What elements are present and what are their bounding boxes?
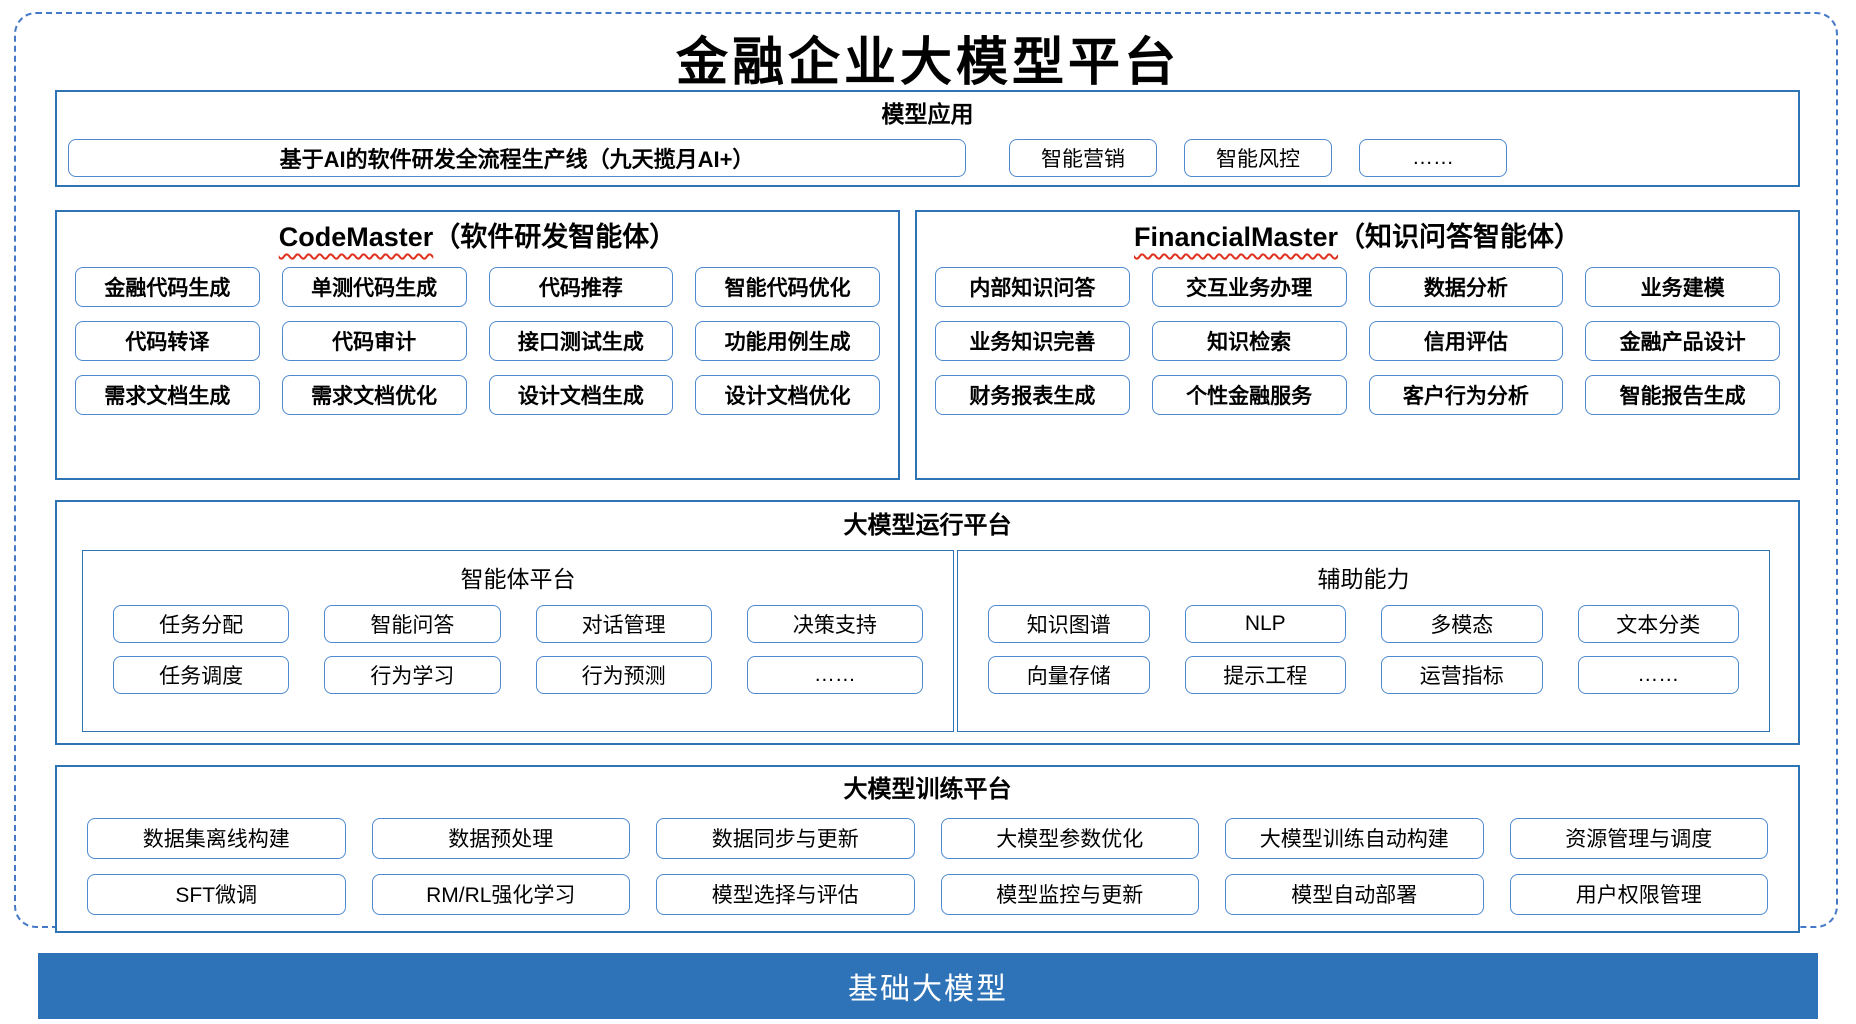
training-chip: SFT微调 (87, 873, 346, 915)
training-chip: 用户权限管理 (1509, 873, 1768, 915)
codemaster-chip: 需求文档生成 (75, 374, 260, 415)
financialmaster-grid: 内部知识问答 交互业务办理 数据分析 业务建模 业务知识完善 知识检索 信用评估… (917, 255, 1798, 415)
financialmaster-header: FinancialMaster（知识问答智能体） (917, 221, 1798, 255)
app-chip: …… (1359, 139, 1507, 177)
financialmaster-chip: 信用评估 (1368, 320, 1564, 361)
financialmaster-chip: 业务知识完善 (935, 320, 1130, 361)
financialmaster-title-en: FinancialMaster (1133, 222, 1339, 252)
aux-capability-chip: NLP (1184, 605, 1346, 643)
financialmaster-panel: FinancialMaster（知识问答智能体） 内部知识问答 交互业务办理 数… (915, 210, 1800, 480)
codemaster-title-zh: （软件研发智能体） (433, 222, 677, 252)
codemaster-header: CodeMaster（软件研发智能体） (57, 221, 898, 255)
codemaster-chip: 智能代码优化 (695, 266, 880, 307)
agent-platform-chip: 对话管理 (535, 605, 712, 643)
aux-capability-chip: 知识图谱 (988, 605, 1150, 643)
training-chip: 数据同步与更新 (656, 817, 915, 859)
aux-capability-chip: …… (1577, 656, 1739, 694)
agent-platform-chip: 行为学习 (324, 656, 501, 694)
agent-platform-chip: 决策支持 (746, 605, 923, 643)
codemaster-grid: 金融代码生成 单测代码生成 代码推荐 智能代码优化 代码转译 代码审计 接口测试… (57, 255, 898, 415)
model-application-header: 模型应用 (881, 101, 974, 127)
agent-platform-header: 智能体平台 (460, 566, 576, 592)
agent-platform-chip: …… (746, 656, 923, 694)
financialmaster-chip: 个性金融服务 (1151, 374, 1347, 415)
agent-platform-chip: 行为预测 (535, 656, 712, 694)
agent-platform-grid: 任务分配 智能问答 对话管理 决策支持 任务调度 行为学习 行为预测 …… (83, 594, 953, 694)
aux-capability-box: 辅助能力 知识图谱 NLP 多模态 文本分类 向量存储 提示工程 运营指标 …… (957, 550, 1770, 732)
codemaster-chip: 需求文档优化 (281, 374, 467, 415)
codemaster-chip: 代码推荐 (488, 266, 674, 307)
financialmaster-chip: 客户行为分析 (1368, 374, 1564, 415)
diagram-title: 金融企业大模型平台 (675, 32, 1180, 93)
runtime-platform-header: 大模型运行平台 (843, 512, 1012, 539)
financialmaster-title-zh: （知识问答智能体） (1338, 222, 1582, 252)
agent-platform-chip: 智能问答 (324, 605, 501, 643)
financialmaster-chip: 交互业务办理 (1151, 266, 1347, 307)
training-chip: 大模型训练自动构建 (1225, 817, 1484, 859)
training-chip: 模型选择与评估 (656, 873, 915, 915)
app-chip: 智能风控 (1184, 139, 1332, 177)
financialmaster-chip: 数据分析 (1368, 266, 1564, 307)
aux-capability-chip: 提示工程 (1184, 656, 1346, 694)
training-chip: 模型监控与更新 (940, 873, 1199, 915)
codemaster-chip: 设计文档优化 (695, 374, 880, 415)
financialmaster-chip: 财务报表生成 (935, 374, 1130, 415)
app-chip: 智能营销 (1009, 139, 1157, 177)
codemaster-chip: 代码审计 (281, 320, 467, 361)
codemaster-chip: 接口测试生成 (488, 320, 674, 361)
aux-capability-chip: 多模态 (1381, 605, 1543, 643)
financialmaster-chip: 智能报告生成 (1585, 374, 1780, 415)
training-platform-header: 大模型训练平台 (843, 776, 1012, 803)
codemaster-chip: 设计文档生成 (488, 374, 674, 415)
training-chip: 数据集离线构建 (87, 817, 346, 859)
codemaster-panel: CodeMaster（软件研发智能体） 金融代码生成 单测代码生成 代码推荐 智… (55, 210, 900, 480)
agent-platform-chip: 任务调度 (113, 656, 290, 694)
financialmaster-chip: 业务建模 (1585, 266, 1780, 307)
model-application-row: 基于AI的软件研发全流程生产线（九天揽月AI+） 智能营销 智能风控 …… (68, 139, 1787, 177)
runtime-platform-section: 大模型运行平台 智能体平台 任务分配 智能问答 对话管理 决策支持 任务调度 行… (55, 500, 1800, 745)
training-chip: RM/RL强化学习 (371, 873, 630, 915)
codemaster-chip: 功能用例生成 (695, 320, 880, 361)
financialmaster-chip: 知识检索 (1151, 320, 1347, 361)
codemaster-chip: 单测代码生成 (281, 266, 467, 307)
training-chip: 资源管理与调度 (1509, 817, 1768, 859)
pipeline-box: 基于AI的软件研发全流程生产线（九天揽月AI+） (68, 139, 966, 177)
aux-capability-header: 辅助能力 (1317, 566, 1410, 592)
financialmaster-chip: 内部知识问答 (935, 266, 1130, 307)
foundation-model-bar: 基础大模型 (38, 953, 1818, 1019)
aux-capability-chip: 向量存储 (988, 656, 1150, 694)
financialmaster-chip: 金融产品设计 (1585, 320, 1780, 361)
codemaster-chip: 金融代码生成 (75, 266, 260, 307)
training-platform-section: 大模型训练平台 数据集离线构建 数据预处理 数据同步与更新 大模型参数优化 大模… (55, 765, 1800, 933)
aux-capability-chip: 运营指标 (1381, 656, 1543, 694)
training-chip: 大模型参数优化 (940, 817, 1199, 859)
foundation-model-label: 基础大模型 (848, 973, 1008, 1006)
aux-capability-grid: 知识图谱 NLP 多模态 文本分类 向量存储 提示工程 运营指标 …… (958, 594, 1769, 694)
codemaster-title-en: CodeMaster (278, 222, 434, 252)
agent-platform-chip: 任务分配 (113, 605, 290, 643)
aux-capability-chip: 文本分类 (1577, 605, 1739, 643)
training-grid: 数据集离线构建 数据预处理 数据同步与更新 大模型参数优化 大模型训练自动构建 … (57, 805, 1798, 915)
codemaster-chip: 代码转译 (75, 320, 260, 361)
training-chip: 数据预处理 (371, 817, 630, 859)
training-chip: 模型自动部署 (1225, 873, 1484, 915)
model-application-section: 模型应用 基于AI的软件研发全流程生产线（九天揽月AI+） 智能营销 智能风控 … (55, 90, 1800, 187)
agent-platform-box: 智能体平台 任务分配 智能问答 对话管理 决策支持 任务调度 行为学习 行为预测… (82, 550, 954, 732)
